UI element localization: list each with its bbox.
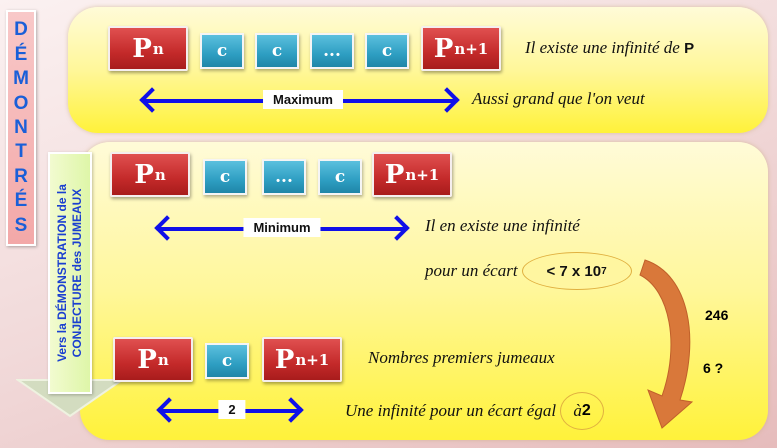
letter: É	[14, 43, 28, 65]
infinitely-many-text: Il en existe une infinité	[425, 216, 580, 235]
twin-primes-title: Nombres premiers jumeaux	[368, 348, 555, 367]
curved-arrow-icon	[639, 259, 694, 429]
letter: N	[14, 116, 28, 138]
letter: R	[14, 165, 28, 187]
infinite-primes-text: Il existe une infinité de P	[525, 38, 695, 57]
maximum-label: Maximum	[263, 90, 343, 109]
twin-infinity-row: Une infinité pour un écart égal à 2	[345, 392, 605, 430]
gap-2-label: 2	[218, 400, 246, 419]
composite-box: c	[318, 159, 362, 195]
gap-2-prefix: à	[573, 401, 582, 420]
banner-line-1: Vers la DÉMONSTRATION de la	[55, 184, 69, 362]
minimum-label: Minimum	[243, 218, 321, 237]
composite-box: c	[255, 33, 299, 69]
twin-infinity-text: Une infinité pour un écart égal	[345, 401, 557, 420]
letter: M	[13, 68, 29, 90]
twin-gap-arrow: 2	[160, 400, 300, 419]
composite-box: c	[200, 33, 244, 69]
gap-6: 6 ?	[703, 360, 724, 376]
gap-2-value: 2	[581, 402, 591, 419]
banner-line-2: CONJECTURE des JUMEAUX	[70, 188, 84, 358]
gap-246: 246	[705, 307, 729, 323]
demontres-label: D É M O N T R É S	[6, 10, 36, 246]
gap-text: pour un écart	[425, 261, 518, 280]
arbitrarily-large-text: Aussi grand que l'on veut	[472, 89, 645, 108]
letter: O	[13, 92, 29, 114]
maximum-gap-arrow: Maximum	[143, 90, 456, 109]
composite-box: c	[365, 33, 409, 69]
letter: É	[14, 190, 28, 212]
minimum-gap-arrow: Minimum	[158, 218, 406, 237]
ellipsis-box: ...	[310, 33, 354, 69]
twin-conjecture-banner: Vers la DÉMONSTRATION de la CONJECTURE d…	[48, 152, 92, 394]
gap-2-ellipse: à 2	[560, 392, 605, 430]
letter: T	[15, 141, 27, 163]
composite-box: c	[203, 159, 247, 195]
letter: D	[14, 19, 28, 41]
letter: S	[14, 214, 28, 236]
composite-box: c	[205, 343, 249, 379]
ellipsis-box: ...	[262, 159, 306, 195]
